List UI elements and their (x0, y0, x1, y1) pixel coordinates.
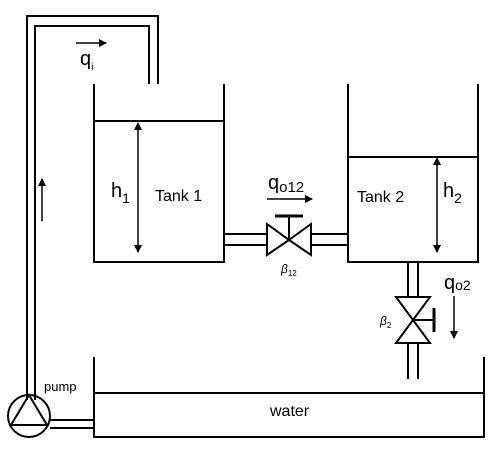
pump-pipe (50, 419, 94, 429)
inlet-pipe (26, 15, 159, 400)
tank2-label: Tank 2 (357, 189, 404, 206)
valve-beta12 (266, 214, 312, 257)
pump-label: pump (44, 379, 77, 394)
beta2-label: β2 (379, 314, 392, 330)
h2-label: h2 (443, 180, 462, 206)
valve-beta2 (394, 296, 436, 344)
tank-2 (347, 84, 479, 263)
pump-icon (7, 393, 51, 438)
tank1-label: Tank 1 (155, 188, 202, 205)
beta12-label: β12 (280, 262, 297, 278)
connecting-pipe (224, 233, 348, 246)
qi-label: qi (80, 48, 93, 73)
h1-label: h1 (111, 180, 130, 206)
water-label: water (269, 403, 310, 420)
water-reservoir (93, 357, 485, 438)
tank-1 (93, 84, 225, 263)
qo2-label: qo2 (444, 272, 471, 294)
qo12-label: qo12 (268, 172, 304, 196)
outlet-pipe (407, 262, 419, 379)
